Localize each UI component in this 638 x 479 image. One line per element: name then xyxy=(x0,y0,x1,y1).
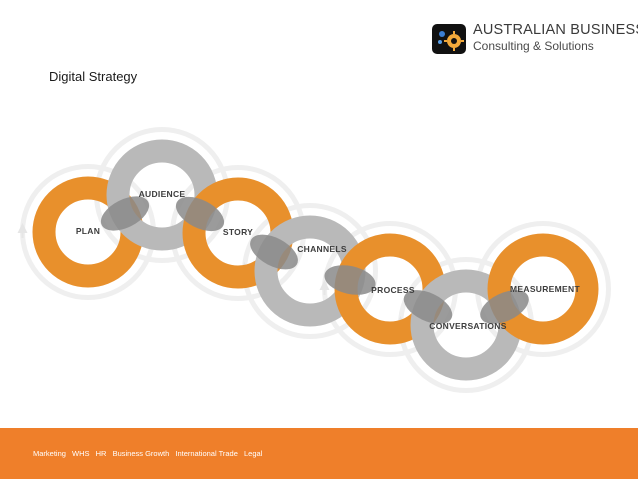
stage-label-channels: CHANNELS xyxy=(297,244,347,254)
footer-link-marketing[interactable]: Marketing xyxy=(33,449,66,458)
brand-subtitle: Consulting & Solutions xyxy=(473,39,594,53)
strategy-diagram: PLAN AUDIENCE STORY CHANNELS PROCESS CONVERSA… xyxy=(17,127,611,393)
brand-logo: AUSTRALIAN BUSINESS Consulting & Solutio… xyxy=(432,22,638,56)
stage-label-story: STORY xyxy=(223,227,253,237)
stage-label-audience: AUDIENCE xyxy=(139,189,186,199)
stage-ring-measurement xyxy=(487,233,599,345)
ring-overlap xyxy=(100,196,150,231)
ring-overlap xyxy=(250,234,298,270)
logo-mark-icon xyxy=(432,24,466,54)
stage-label-plan: PLAN xyxy=(76,226,100,236)
footer-link-business-growth[interactable]: Business Growth xyxy=(112,449,170,458)
ring-overlap xyxy=(175,196,225,232)
footer-link-international-trade[interactable]: International Trade xyxy=(175,449,238,458)
stage-rings xyxy=(32,139,599,381)
ring-overlap xyxy=(480,290,529,324)
footer-bar: Marketing WHS HR Business Growth Interna… xyxy=(0,428,638,479)
stage-label-conversations: CONVERSATIONS xyxy=(429,321,506,331)
stage-label-process: PROCESS xyxy=(371,285,415,295)
brand-title: AUSTRALIAN BUSINESS xyxy=(473,22,638,38)
footer-link-legal[interactable]: Legal xyxy=(244,449,263,458)
stage-label-measurement: MEASUREMENT xyxy=(510,284,580,294)
ring-overlap xyxy=(403,290,453,324)
footer-links: Marketing WHS HR Business Growth Interna… xyxy=(33,449,266,458)
stage-labels: PLAN AUDIENCE STORY CHANNELS PROCESS CONVERSA… xyxy=(76,189,580,331)
footer-link-hr[interactable]: HR xyxy=(95,449,107,458)
ring-overlaps xyxy=(100,196,529,324)
slide-title: Digital Strategy xyxy=(49,69,138,84)
footer-link-whs[interactable]: WHS xyxy=(72,449,90,458)
ring-overlap xyxy=(324,265,376,295)
